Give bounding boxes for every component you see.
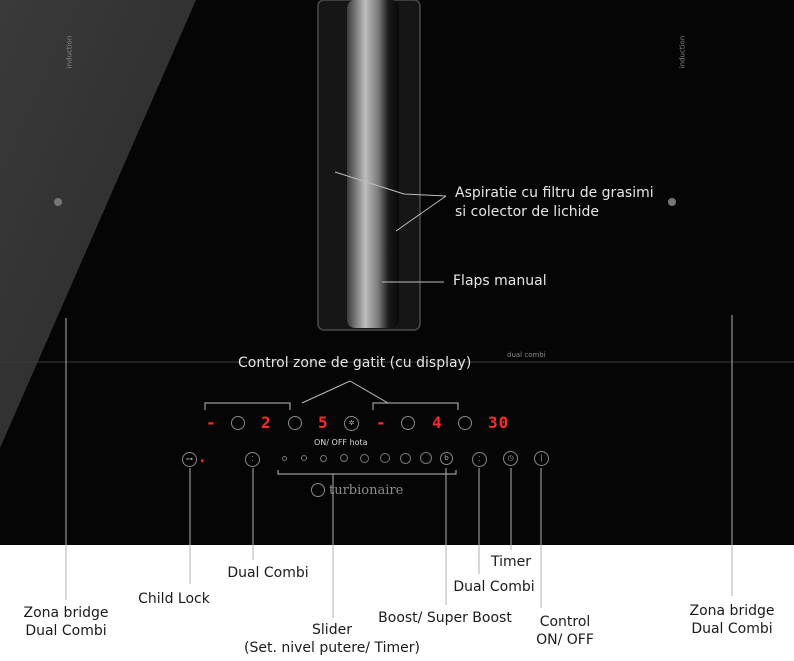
callout-child-lock: Child Lock (138, 591, 210, 607)
zone-knob-2[interactable] (288, 416, 302, 430)
zona-bridge-left-line2: Dual Combi (25, 623, 107, 639)
slider-step-5[interactable] (360, 454, 369, 463)
zona-bridge-right-line1: Zona bridge (689, 603, 775, 619)
zone-display-4: - (376, 413, 387, 432)
zone-knob-3[interactable] (401, 416, 415, 430)
dual-combi-tag: dual combi (507, 351, 546, 359)
slider-step-1[interactable] (282, 456, 287, 461)
fan-icon[interactable]: ✲ (344, 416, 359, 431)
zone-knob-4[interactable] (458, 416, 472, 430)
callout-aspiratie-2: si colector de lichide (455, 204, 600, 220)
zone-marker-left (54, 198, 62, 206)
slider-step-8[interactable] (420, 452, 432, 464)
zone-display-6: 30 (488, 413, 510, 432)
slider-line1: Slider (312, 622, 352, 638)
control-line2: ON/ OFF (536, 632, 594, 648)
callout-aspiratie-1: Aspiratie cu filtru de grasimi (455, 185, 654, 201)
boost-icon[interactable]: b (440, 452, 453, 465)
zone-display-1: - (206, 413, 217, 432)
callout-control-zone: Control zone de gatit (cu display) (238, 355, 472, 371)
slider-line2: (Set. nivel putere/ Timer) (244, 640, 420, 656)
slider-step-7[interactable] (400, 453, 411, 464)
zone-marker-right (668, 198, 676, 206)
bridge-zone-highlight (0, 0, 196, 448)
slider-step-6[interactable] (380, 453, 390, 463)
power-icon[interactable]: | (534, 451, 549, 466)
zona-bridge-right-line2: Dual Combi (691, 621, 773, 637)
vent-flap (347, 0, 399, 328)
callout-slider: Slider (Set. nivel putere/ Timer) (232, 621, 432, 657)
callout-zona-bridge-left: Zona bridge Dual Combi (10, 604, 122, 640)
cooktop-graphics (0, 0, 794, 448)
control-line1: Control (539, 614, 591, 630)
zona-bridge-left-line1: Zona bridge (23, 605, 109, 621)
swirl-icon (311, 483, 325, 497)
key-icon[interactable]: ⊶ (182, 452, 197, 467)
callout-dual-combi-left: Dual Combi (227, 565, 309, 581)
callout-flaps: Flaps manual (453, 273, 547, 289)
clock-icon[interactable]: ◷ (503, 451, 518, 466)
slider-step-4[interactable] (340, 454, 348, 462)
cooktop-surface: induction induction dual combi - 2 5 ✲ -… (0, 0, 794, 545)
callout-dual-combi-right: Dual Combi (453, 579, 535, 595)
brand-logo: turbionaire (329, 483, 404, 498)
zone-display-3: 5 (318, 413, 329, 432)
dual-zone-icon-right[interactable]: ⁚ (472, 452, 487, 467)
slider-step-3[interactable] (320, 455, 327, 462)
slider-step-2[interactable] (301, 455, 307, 461)
callout-control-onoff: Control ON/ OFF (526, 613, 604, 649)
callout-boost: Boost/ Super Boost (378, 610, 512, 626)
zone-display-5: 4 (432, 413, 443, 432)
zone-knob-1[interactable] (231, 416, 245, 430)
callout-zona-bridge-right: Zona bridge Dual Combi (674, 602, 790, 638)
zone-display-2: 2 (261, 413, 272, 432)
hood-onoff-label: ON/ OFF hota (314, 438, 368, 447)
lock-indicator: . (198, 450, 208, 466)
dual-zone-icon[interactable]: ⁚ (245, 452, 260, 467)
callout-timer: Timer (490, 554, 532, 570)
